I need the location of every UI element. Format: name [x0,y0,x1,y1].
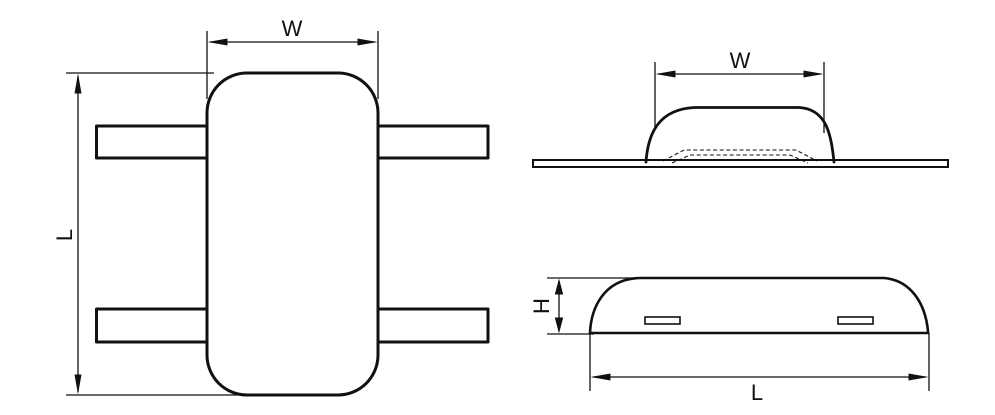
arrowhead-right [908,373,929,381]
body-outline-top-view [205,71,380,397]
slot-left [644,316,681,325]
dim-label-l-top-view: L [52,229,77,241]
side-view: H L [529,276,930,405]
hidden-inner-edge [662,149,818,162]
front-view: W [532,48,949,168]
dim-label-h-side-view: H [529,298,554,314]
dim-label-l-side-view: L [751,380,763,405]
arrowhead-left [590,373,611,381]
strap-lower-right [375,307,490,344]
strap-upper-right [375,124,490,160]
arrowhead-down [74,374,82,395]
dome-outline [644,106,836,164]
base-strip [532,159,949,168]
arrowhead-left [207,38,228,46]
strap-upper-left [95,124,210,160]
arrowhead-right [803,70,824,78]
body-outline-side-view [588,276,930,335]
slot-right [837,316,874,325]
dim-label-w-top-view: W [282,16,303,41]
arrowhead-right [357,38,378,46]
arrowhead-down [554,317,564,334]
arrowhead-up [554,278,564,295]
dim-label-w-front-view: W [730,48,751,73]
hidden-inner-edge [671,154,809,164]
strap-lower-left [95,307,210,344]
top-view: W L [52,16,490,397]
arrowhead-left [655,70,676,78]
arrowhead-up [74,73,82,94]
